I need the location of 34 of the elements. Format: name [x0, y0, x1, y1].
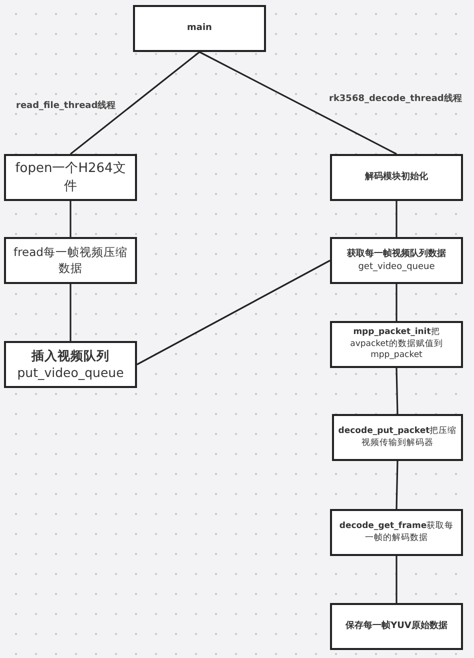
function-name: put_video_queue	[17, 364, 124, 382]
process-box	[4, 341, 137, 388]
process-box	[330, 603, 463, 650]
box-label: mpp_packet_init把avpacket的数据赋值到mpp_packet	[349, 327, 444, 362]
process-box	[330, 321, 463, 368]
function-name: get_video_queue	[358, 260, 435, 273]
connector-line	[70, 201, 72, 237]
connector-line	[396, 201, 398, 237]
edge-label: rk3568_decode_thread线程	[328, 92, 463, 105]
connector-line	[396, 284, 398, 321]
process-box	[4, 154, 137, 201]
box-label: decode_get_frame获取每一帧的解码数据	[338, 521, 455, 544]
box-label: main	[187, 22, 212, 35]
connector-line	[70, 51, 200, 155]
box-label: 解码模块初始化	[365, 171, 428, 184]
process-box	[4, 237, 137, 284]
box-label: decode_put_packet把压缩视频传输到解码器	[337, 426, 458, 449]
process-box	[330, 154, 463, 201]
connector-line	[199, 51, 397, 155]
process-box	[332, 414, 463, 461]
connector-line	[70, 284, 72, 341]
process-box	[330, 509, 463, 556]
process-box	[133, 5, 266, 52]
box-heading: 获取每一帧视频队列数据	[347, 248, 446, 260]
box-label: 保存每一帧YUV原始数据	[346, 620, 448, 633]
connector-line	[396, 368, 398, 414]
box-heading: 插入视频队列	[32, 348, 110, 364]
edge-label: read_file_thread线程	[15, 99, 117, 112]
box-label: fread每一帧视频压缩数据	[12, 244, 128, 276]
process-box	[330, 237, 463, 284]
connector-line	[136, 260, 330, 366]
connector-line	[396, 460, 398, 510]
connector-line	[396, 556, 398, 603]
box-label: fopen一个H264文件	[14, 160, 127, 196]
